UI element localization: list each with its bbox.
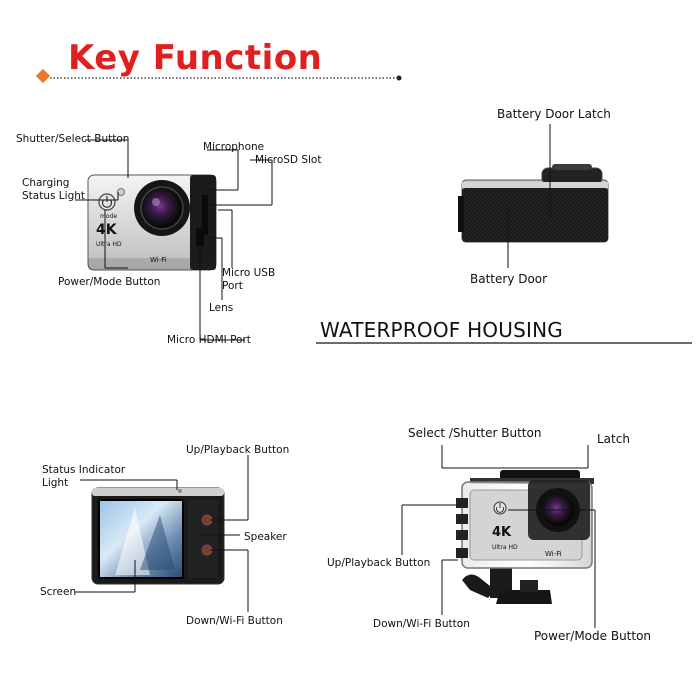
label-micro-usb-port: Micro USB Port xyxy=(222,267,276,292)
title-divider xyxy=(35,68,402,84)
front-status-light-icon xyxy=(117,188,125,196)
label-microsd-slot: MicroSD Slot xyxy=(255,154,322,166)
housing-sub-text: Ultra HD xyxy=(492,544,518,551)
label-power-mode-button: Power/Mode Button xyxy=(58,276,161,288)
housing-wifi-text: Wi-Fi xyxy=(545,550,562,558)
title-diamond-icon xyxy=(35,68,51,84)
front-sub-text: Ultra HD xyxy=(96,241,122,248)
label-screen: Screen xyxy=(40,586,77,598)
label-housing-power-mode-button: Power/Mode Button xyxy=(534,629,652,643)
label-battery-door-latch: Battery Door Latch xyxy=(497,107,611,121)
front-model-text: 4K xyxy=(96,222,117,238)
housing-illustration xyxy=(456,470,594,604)
label-status-indicator-light: Status Indicator Light xyxy=(42,464,126,489)
back-leader-lines xyxy=(75,455,249,612)
label-charging-status-light: Charging Status Light xyxy=(22,177,85,202)
page-title: Key Function xyxy=(68,38,323,78)
label-speaker: Speaker xyxy=(244,531,287,543)
label-up-playback-button: Up/Playback Button xyxy=(186,444,290,456)
bottom-leader-lines xyxy=(507,124,551,268)
label-micro-hdmi-port: Micro HDMI Port xyxy=(167,334,251,346)
camera-bottom-illustration xyxy=(458,164,609,243)
label-microphone: Microphone xyxy=(203,141,265,153)
housing-leader-lines xyxy=(401,445,596,628)
label-latch: Latch xyxy=(597,432,630,446)
label-select-shutter-button: Select /Shutter Button xyxy=(408,426,542,440)
front-leader-lines xyxy=(75,139,273,341)
label-battery-door: Battery Door xyxy=(470,272,548,286)
label-lens: Lens xyxy=(209,302,234,314)
label-down-wifi-button: Down/Wi-Fi Button xyxy=(186,615,283,627)
label-housing-up-playback-button: Up/Playback Button xyxy=(327,557,431,569)
label-shutter-select-button: Shutter/Select Button xyxy=(16,133,130,145)
label-housing-down-wifi-button: Down/Wi-Fi Button xyxy=(373,618,470,630)
camera-front-illustration xyxy=(87,174,217,271)
section-heading: WATERPROOF HOUSING xyxy=(320,318,563,342)
front-wifi-text: Wi-Fi xyxy=(150,256,167,264)
housing-model-text: 4K xyxy=(492,525,512,540)
front-mode-text: mode xyxy=(100,213,118,220)
camera-back-illustration xyxy=(91,487,225,585)
